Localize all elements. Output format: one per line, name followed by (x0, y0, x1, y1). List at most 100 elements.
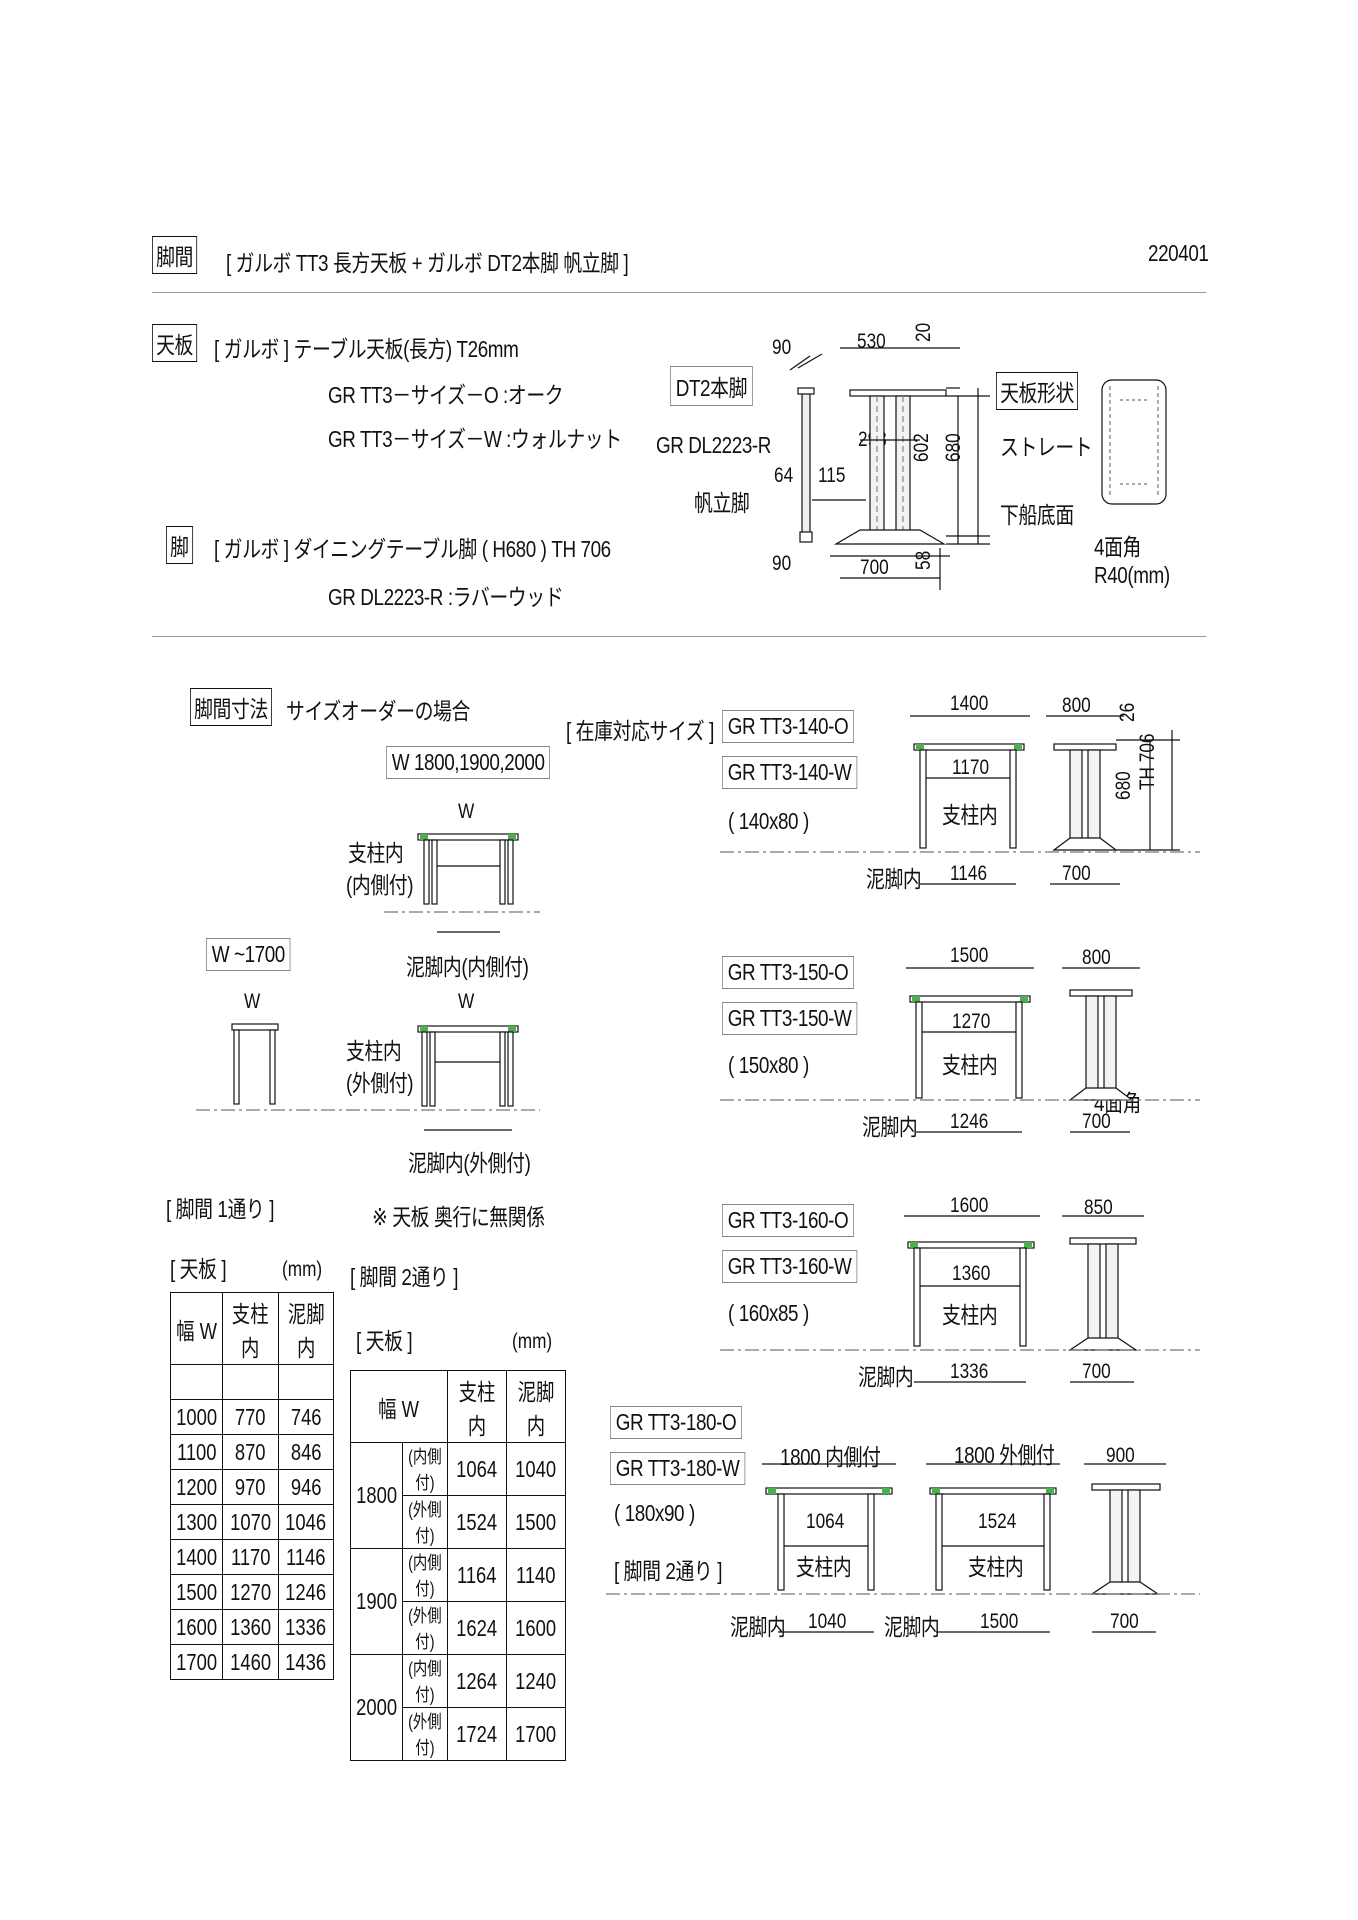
order-table-inner (384, 833, 540, 933)
order-label: 脚間寸法 (190, 688, 272, 726)
ashi-line: [ ガルボ ] ダイニングテーブル脚 ( H680 ) TH 706 (214, 536, 611, 562)
dim-115: 115 (818, 464, 846, 487)
dim-base: 700 (1062, 862, 1091, 885)
order-table-small (196, 1023, 540, 1111)
post-out-sub: (外側付) (346, 1070, 414, 1096)
leg-side-view (789, 353, 823, 543)
shape-corner: 4面角 (1094, 534, 1141, 560)
dim-w: 1600 (950, 1194, 989, 1217)
shape-radius: R40(mm) (1094, 562, 1170, 588)
post-label: 支柱内 (796, 1554, 852, 1580)
stock-drawing-180 (606, 1463, 1200, 1633)
stock-size: ( 140x80 ) (728, 808, 809, 834)
w-large-box: W 1800,1900,2000 (386, 746, 551, 779)
dim-post-out: 1524 (978, 1510, 1017, 1533)
dim-d: 800 (1062, 694, 1091, 717)
divider (152, 636, 1206, 637)
table1-unit: (mm) (282, 1258, 323, 1281)
order-table-outer (417, 1025, 519, 1131)
tenban-item-oak: GR TT3－サイズ－O :オーク (328, 382, 564, 408)
table-row: (外側付) 1724 1700 (351, 1707, 566, 1761)
table-row: 1900 (内側付) 1164 1140 (349, 1548, 566, 1655)
stock-drawing-160 (720, 1215, 1200, 1383)
dim-d: 850 (1084, 1196, 1113, 1219)
stock-size: ( 160x85 ) (728, 1300, 809, 1326)
w-small-label: W (244, 990, 261, 1013)
ashi-label: 脚 (166, 526, 193, 564)
mud-label: 泥脚内 (730, 1614, 786, 1640)
table2-header: 泥脚内 (506, 1370, 566, 1443)
dim-700: 700 (860, 556, 889, 579)
w-small-box: W ~1700 (206, 938, 291, 971)
stock-size: ( 180x90 ) (614, 1500, 695, 1526)
stock-code: GR TT3-180-O (610, 1406, 742, 1439)
table2-sub: [ 天板 ] (356, 1328, 413, 1354)
table2-title: [ 脚間 2通り ] (350, 1264, 459, 1290)
leg-name-box: DT2本脚 (670, 366, 753, 406)
table1-title: [ 脚間 1通り ] (166, 1196, 275, 1222)
note: ※ 天板 奥行に無関係 (372, 1204, 545, 1230)
stock-code: GR TT3-160-W (722, 1250, 858, 1283)
leg-model: GR DL2223-R (656, 432, 771, 458)
dim-mud: 1246 (950, 1110, 989, 1133)
dim-post: 1270 (952, 1010, 991, 1033)
post-label: 支柱内 (968, 1554, 1024, 1580)
header-label: 脚間 (152, 236, 198, 274)
post-out-label: 支柱内 (346, 1038, 402, 1064)
mud-label: 泥脚内 (858, 1364, 914, 1390)
table1-header: 幅 W (169, 1292, 224, 1365)
mud-label: 泥脚内 (866, 866, 922, 892)
mud-out-label: 泥脚内(外側付) (408, 1150, 531, 1176)
post-label: 支柱内 (942, 1052, 998, 1078)
table1-header: 支柱内 (222, 1292, 279, 1365)
table-row: (外側付) 1524 1500 (351, 1495, 566, 1549)
stock-code: GR TT3-160-O (722, 1204, 854, 1237)
dim-530: 530 (857, 330, 886, 353)
table-row: (外側付) 1624 1600 (351, 1601, 566, 1655)
stock-title: [ 在庫対応サイズ ] (566, 718, 714, 744)
stock-code: GR TT3-150-O (722, 956, 854, 989)
dim-base: 700 (1082, 1110, 1111, 1133)
dim-base: 700 (1110, 1610, 1139, 1633)
dim-90-bottom: 90 (772, 552, 792, 575)
dim-w: 1400 (950, 692, 989, 715)
post-label: 支柱内 (942, 802, 998, 828)
dim-post: 1360 (952, 1262, 991, 1285)
mud-in-label: 泥脚内(内側付) (406, 954, 529, 980)
stock-drawing-150 (720, 967, 1200, 1133)
page-title: [ ガルボ TT3 長方天板 + ガルボ DT2本脚 帆立脚 ] (226, 250, 629, 276)
tenban-item-walnut: GR TT3－サイズ－W :ウォルナット (328, 426, 622, 452)
dim-mud: 1146 (950, 862, 988, 885)
stock-code: GR TT3-150-W (722, 1002, 858, 1035)
tabletop-shape (1101, 379, 1167, 505)
stock-size: ( 150x80 ) (728, 1052, 809, 1078)
mud-label: 泥脚内 (862, 1114, 918, 1140)
document-code: 220401 (1148, 240, 1209, 266)
dim-base: 700 (1082, 1360, 1111, 1383)
dim-post-in: 1064 (806, 1510, 845, 1533)
post-label: 支柱内 (942, 1302, 998, 1328)
post-in-label: 支柱内 (348, 840, 404, 866)
dim-90-top: 90 (772, 336, 792, 359)
divider (152, 292, 1206, 293)
shape-edge: ストレート (1000, 434, 1093, 460)
dim-in-label: 1800 内側付 (780, 1444, 881, 1470)
stock-code: GR TT3-180-W (610, 1452, 746, 1485)
tenban-line: [ ガルボ ] テーブル天板(長方) T26mm (214, 336, 519, 362)
dim-64: 64 (774, 464, 794, 487)
shape-label: 天板形状 (996, 372, 1078, 410)
table-row: 2000 (内側付) 1264 1240 (349, 1654, 566, 1761)
table2: 幅 W 支柱内 泥脚内 1800 (内側付) 1064 1040 (外側付) 1… (349, 1370, 566, 1761)
table1-sub: [ 天板 ] (170, 1256, 227, 1282)
tenban-label: 天板 (152, 324, 198, 362)
dim-d: 900 (1106, 1444, 1135, 1467)
dim-d: 800 (1082, 946, 1111, 969)
